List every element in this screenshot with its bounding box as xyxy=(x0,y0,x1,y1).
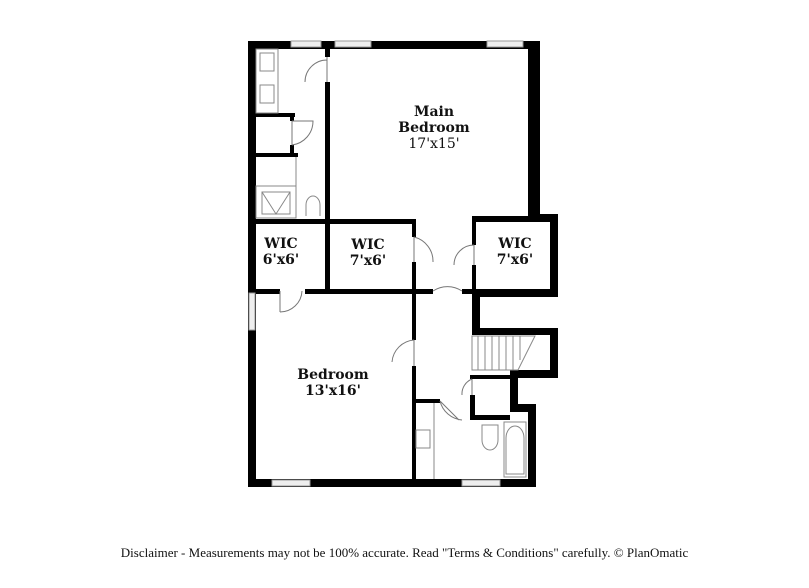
room-name: Main xyxy=(413,104,455,120)
room-size: 7'x6' xyxy=(349,253,387,269)
room-label-bedroom: Bedroom 13'x16' xyxy=(297,367,368,399)
room-name: WIC xyxy=(264,236,298,252)
room-name: WIC xyxy=(351,237,385,253)
room-size: 6'x6' xyxy=(262,252,300,268)
room-label-wic-left: WIC 6'x6' xyxy=(263,236,299,268)
room-label-wic-middle: WIC 7'x6' xyxy=(350,237,386,269)
fixtures xyxy=(255,48,536,479)
room-size: 13'x16' xyxy=(305,383,361,399)
room-size: 7'x6' xyxy=(496,252,534,268)
doors xyxy=(279,57,475,421)
room-name: Bedroom xyxy=(297,367,369,383)
room-label-main-bedroom: Main Bedroom 17'x15' xyxy=(398,104,469,152)
room-name: Bedroom xyxy=(398,120,470,136)
room-name: WIC xyxy=(498,236,532,252)
disclaimer: Disclaimer - Measurements may not be 100… xyxy=(120,545,689,560)
room-size: 17'x15' xyxy=(408,136,460,152)
windows xyxy=(248,40,524,487)
walls xyxy=(248,41,558,487)
room-label-wic-right: WIC 7'x6' xyxy=(497,236,533,268)
